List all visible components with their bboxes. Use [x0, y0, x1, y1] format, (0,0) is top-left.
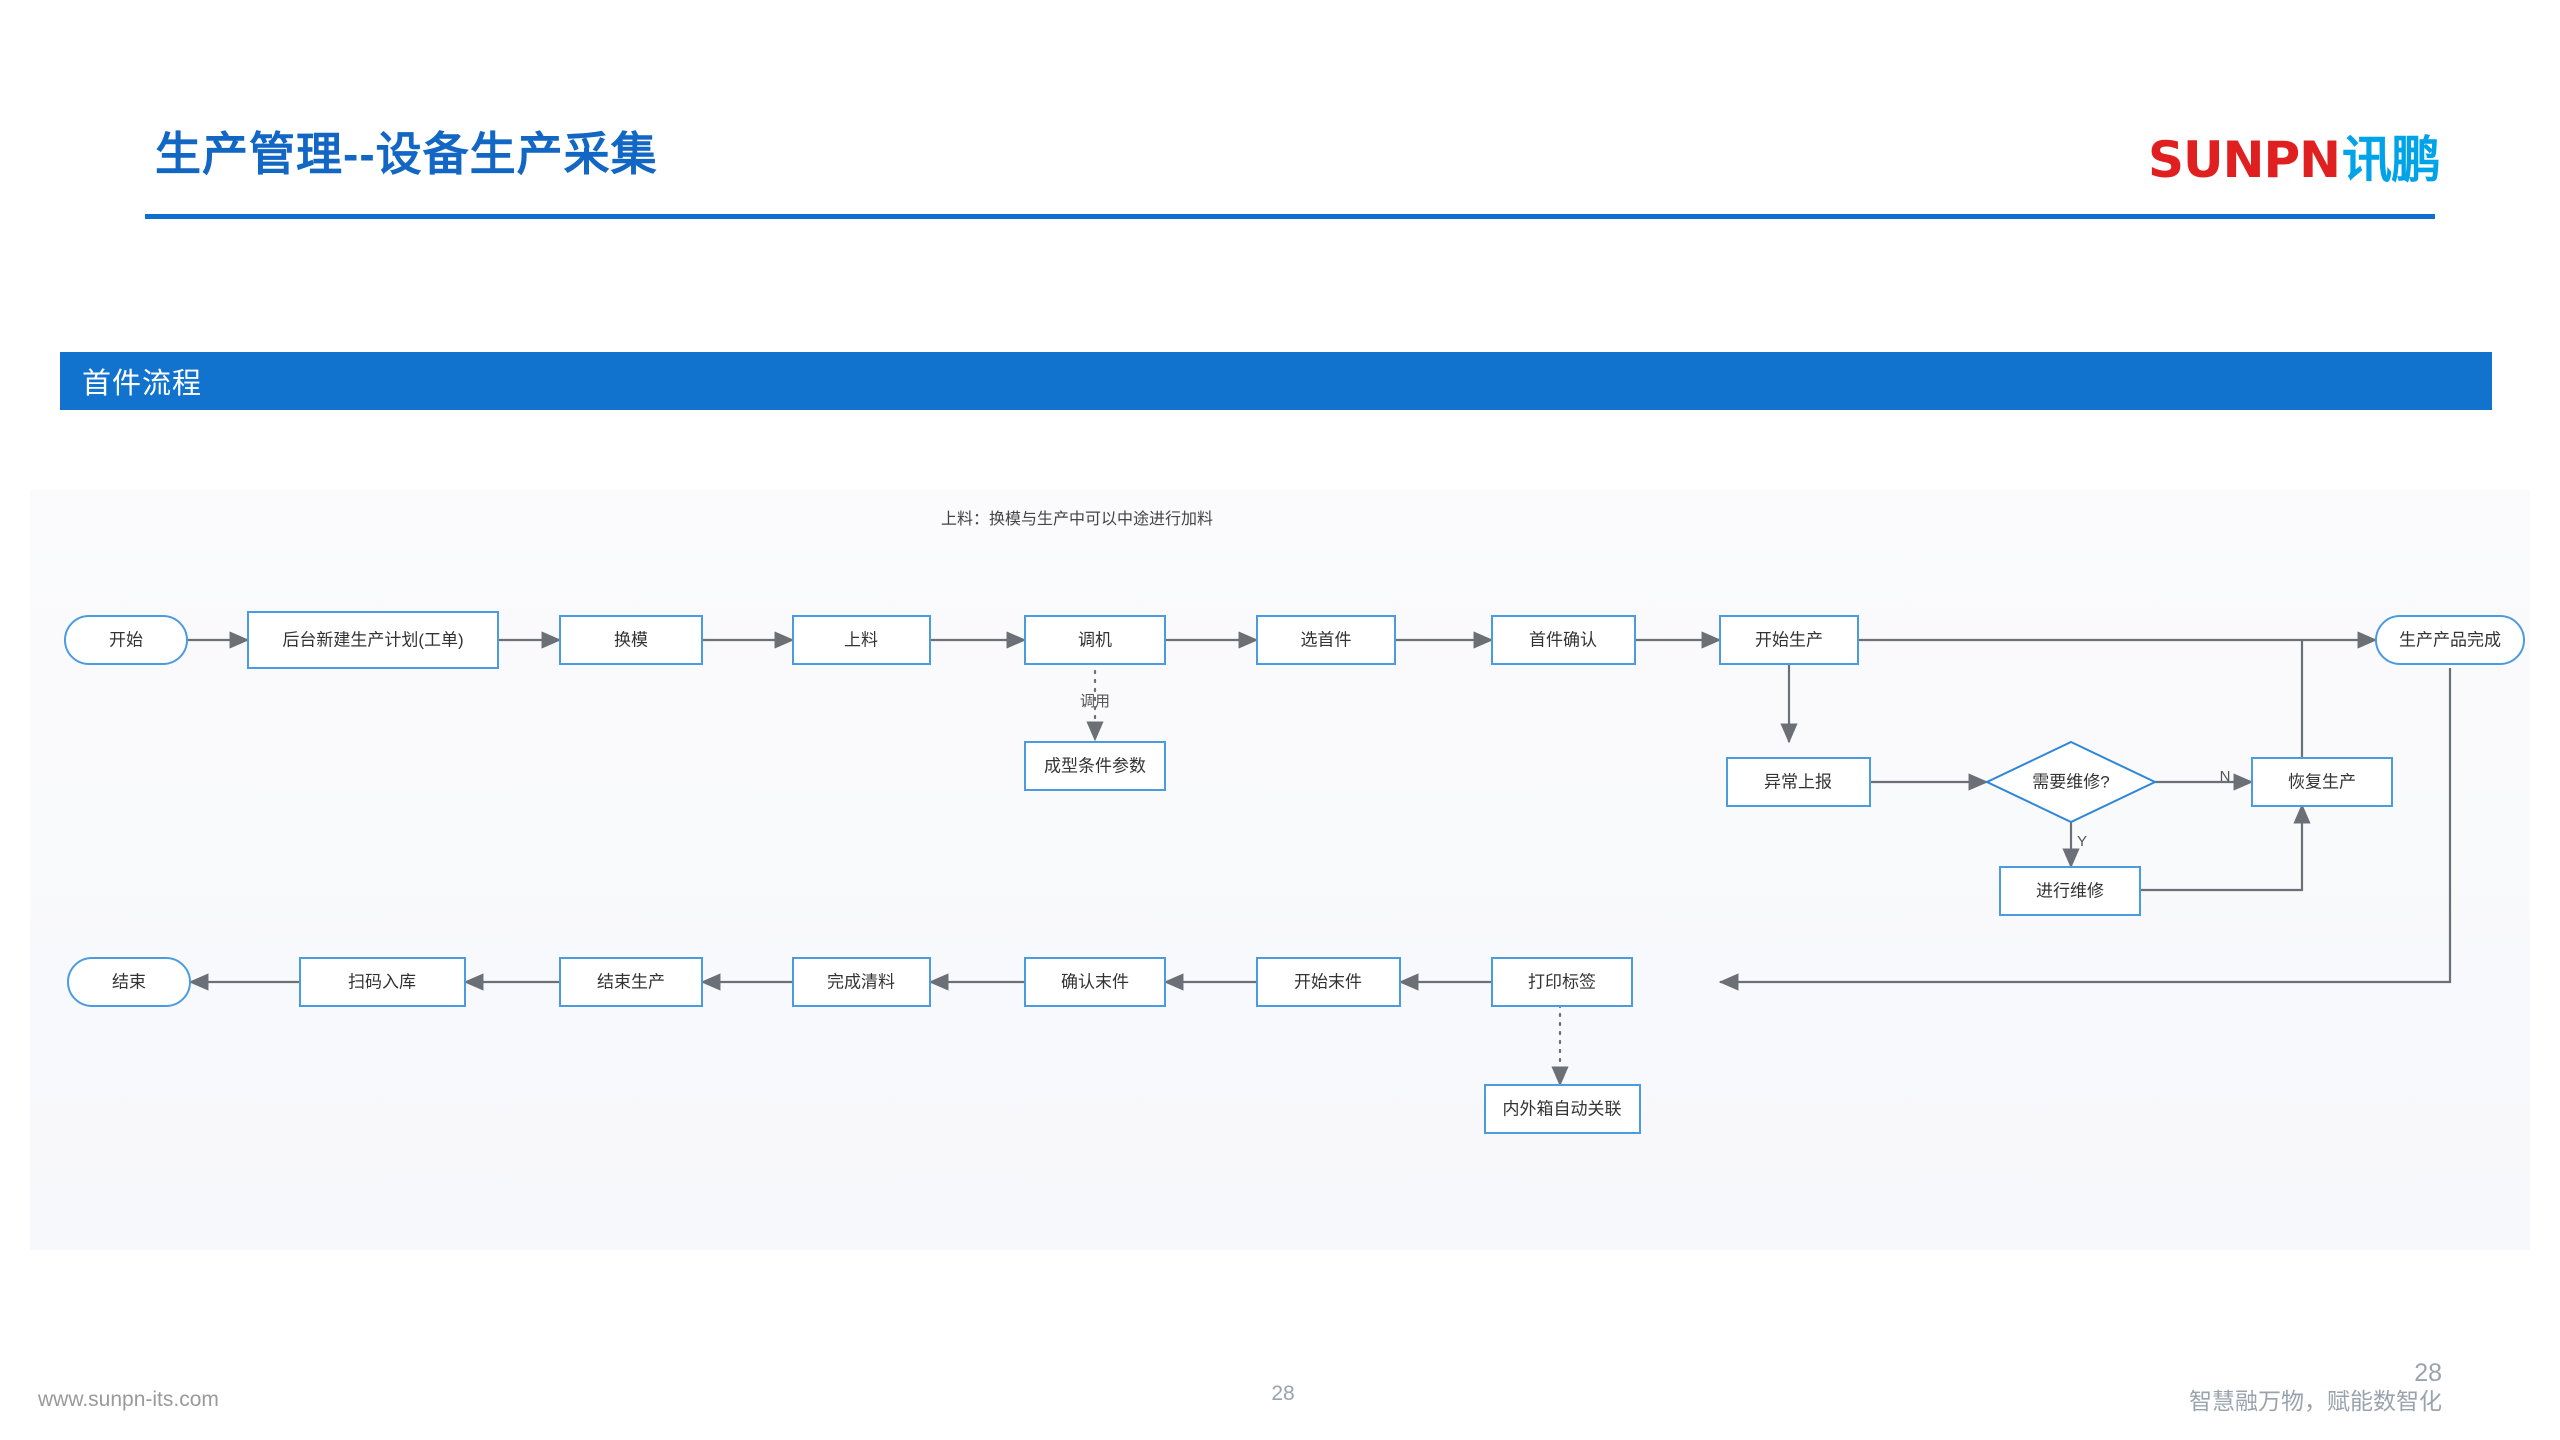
brand-logo-cjk: 讯鹏: [2342, 132, 2441, 188]
node-print-label[interactable]: 打印标签: [1491, 957, 1633, 1007]
brand-logo-latin: SUNPN: [2148, 131, 2341, 189]
flowchart-svg: 上料：换模与生产中可以中途进行加料 调用 N Y 开始 后台新建生产计划(工单): [64, 510, 2525, 1134]
node-start-last-piece[interactable]: 开始末件: [1256, 957, 1401, 1007]
node-mold-params-label: 成型条件参数: [1044, 756, 1146, 775]
node-end[interactable]: 结束: [67, 957, 191, 1007]
title-divider: [145, 214, 2435, 219]
node-end-label: 结束: [112, 972, 146, 991]
node-print-label-label: 打印标签: [1528, 972, 1596, 991]
node-feed-material-label: 上料: [844, 630, 878, 649]
node-start-production-label: 开始生产: [1755, 630, 1823, 649]
node-feed-material[interactable]: 上料: [792, 615, 931, 665]
section-header-bar: 首件流程: [60, 352, 2492, 410]
node-confirm-first-piece[interactable]: 首件确认: [1491, 615, 1636, 665]
flow-note: 上料：换模与生产中可以中途进行加料: [941, 510, 1213, 528]
flowchart-canvas: 上料：换模与生产中可以中途进行加料 调用 N Y 开始 后台新建生产计划(工单): [30, 490, 2530, 1250]
node-box-auto-link-label: 内外箱自动关联: [1503, 1099, 1622, 1118]
node-start-last-piece-label: 开始末件: [1294, 972, 1362, 991]
node-change-mold-label: 换模: [614, 630, 648, 649]
footer-website-url: www.sunpn-its.com: [38, 1388, 219, 1411]
node-start-label: 开始: [109, 630, 143, 649]
page-title: 生产管理--设备生产采集: [155, 128, 658, 180]
node-scan-instock[interactable]: 扫码入库: [299, 957, 466, 1007]
footer-right-block: 28 智慧融万物，赋能数智化: [2189, 1359, 2442, 1417]
node-start[interactable]: 开始: [64, 615, 188, 665]
brand-logo: SUNPN 讯鹏: [2148, 120, 2441, 192]
edge-label-yes: Y: [2077, 833, 2087, 850]
node-abnormal-report-label: 异常上报: [1764, 772, 1832, 791]
node-confirm-last-piece-label: 确认末件: [1061, 972, 1129, 991]
node-select-first-piece-label: 选首件: [1301, 630, 1352, 649]
node-production-done-label: 生产产品完成: [2399, 630, 2501, 649]
node-finish-cleanup[interactable]: 完成清料: [792, 957, 931, 1007]
node-create-plan[interactable]: 后台新建生产计划(工单): [247, 611, 499, 669]
node-box-auto-link[interactable]: 内外箱自动关联: [1484, 1084, 1641, 1134]
node-confirm-last-piece[interactable]: 确认末件: [1024, 957, 1166, 1007]
node-do-repair-label: 进行维修: [2036, 881, 2104, 900]
node-end-production-label: 结束生产: [597, 972, 665, 991]
footer-page-number-center: 28: [1271, 1382, 1295, 1405]
node-start-production[interactable]: 开始生产: [1719, 615, 1859, 665]
edge-label-call: 调用: [1080, 693, 1110, 710]
edge-label-no: N: [2220, 768, 2231, 785]
node-confirm-first-piece-label: 首件确认: [1529, 630, 1597, 649]
node-mold-params[interactable]: 成型条件参数: [1024, 741, 1166, 791]
node-abnormal-report[interactable]: 异常上报: [1726, 757, 1871, 807]
section-header-label: 首件流程: [82, 368, 203, 400]
node-resume-production-label: 恢复生产: [2288, 772, 2356, 791]
node-resume-production[interactable]: 恢复生产: [2251, 757, 2393, 807]
node-create-plan-label: 后台新建生产计划(工单): [282, 630, 463, 649]
node-adjust-machine[interactable]: 调机: [1024, 615, 1166, 665]
link-production-done-to-print-label: [1718, 668, 2452, 991]
node-scan-instock-label: 扫码入库: [348, 972, 416, 991]
node-end-production[interactable]: 结束生产: [559, 957, 703, 1007]
node-adjust-machine-label: 调机: [1078, 630, 1112, 649]
footer-page-number-right: 28: [2414, 1358, 2442, 1387]
node-production-done[interactable]: 生产产品完成: [2375, 615, 2525, 665]
node-finish-cleanup-label: 完成清料: [827, 972, 895, 991]
footer-slogan: 智慧融万物，赋能数智化: [2189, 1388, 2442, 1415]
node-do-repair[interactable]: 进行维修: [1999, 866, 2141, 916]
node-change-mold[interactable]: 换模: [559, 615, 703, 665]
node-need-repair-label: 需要维修?: [2032, 772, 2109, 791]
node-select-first-piece[interactable]: 选首件: [1256, 615, 1396, 665]
link-repair-to-resume: [2140, 803, 2311, 892]
node-need-repair-decision[interactable]: 需要维修?: [1984, 740, 2158, 824]
